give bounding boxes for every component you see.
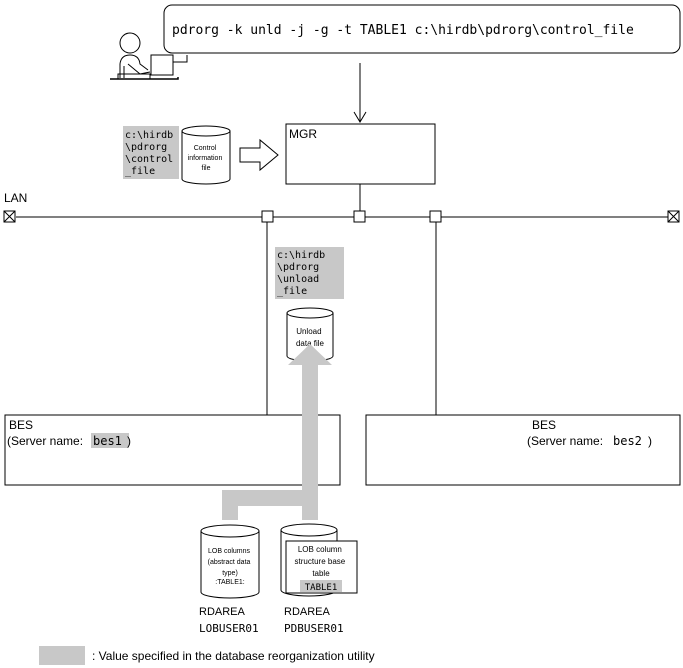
lob-table-ref: :TABLE1:: [215, 579, 244, 586]
cylinder-icon: [200, 524, 260, 599]
base-table-label: LOB column structure base table: [295, 545, 348, 578]
bes2-server-suffix: ): [648, 434, 652, 448]
unload-path-label: c:\hirdb \pdrorg \unload _file: [275, 247, 344, 299]
bes1-server-highlight: [91, 433, 129, 448]
base-rdarea-label: RDAREA: [284, 606, 331, 618]
mgr-label: MGR: [289, 127, 317, 141]
lan-node-icon: [353, 210, 366, 223]
bes1-server-suffix: ): [127, 434, 131, 448]
command-box: pdrorg -k unld -j -g -t TABLE1 c:\hirdb\…: [163, 4, 681, 54]
base-rdarea-name: PDBUSER01: [284, 622, 344, 635]
bes2-server-prefix: (Server name:: [527, 434, 603, 448]
bes1-server-name: bes1: [93, 434, 122, 448]
user-at-terminal-icon: [110, 32, 188, 80]
right-arrow-icon: [239, 138, 279, 172]
bes2-box: BES (Server name: bes2 ): [365, 414, 681, 486]
control-path-text: c:\hirdb \pdrorg \control _file: [125, 130, 179, 177]
bes1-server-prefix: (Server name:: [7, 434, 83, 448]
bes2-server-name: bes2: [613, 434, 642, 448]
data-flow-arrow-icon: [222, 344, 332, 520]
unload-file-cylinder: Unload data file: [286, 307, 334, 362]
lan-label: LAN: [4, 191, 27, 205]
lan-node-icon: [429, 210, 442, 223]
base-table-name-highlight: [300, 580, 342, 592]
cylinder-icon: [181, 125, 231, 185]
lob-columns-label: LOB columns (abstract data type): [208, 548, 253, 577]
command-to-mgr-arrow: [353, 63, 367, 123]
legend-text: : Value specified in the database reorga…: [92, 649, 375, 663]
legend: : Value specified in the database reorga…: [39, 646, 375, 665]
base-table-box: [285, 540, 358, 594]
control-file-label: Control information file: [188, 145, 225, 172]
unload-file-label: Unload data file: [296, 327, 325, 348]
lob-rdarea-cylinder: LOB columns (abstract data type) :TABLE1…: [200, 524, 260, 599]
bes1-title: BES: [9, 418, 33, 432]
legend-swatch: [39, 646, 85, 665]
lan-node-icon: [261, 210, 274, 223]
cylinder-icon: [286, 307, 334, 362]
control-path-label: c:\hirdb \pdrorg \control _file: [123, 126, 179, 179]
lan-terminator-icon: [3, 210, 16, 223]
base-table-name: TABLE1: [305, 583, 338, 593]
bes2-title: BES: [532, 418, 556, 432]
lan-terminator-icon: [667, 210, 680, 223]
base-rdarea-cylinder: LOB column structure base table TABLE1: [280, 523, 358, 597]
bes1-box: BES (Server name: bes1 ): [4, 414, 341, 486]
unload-path-text: c:\hirdb \pdrorg \unload _file: [277, 250, 331, 297]
lob-rdarea-name: LOBUSER01: [199, 622, 259, 635]
lob-rdarea-label: RDAREA: [199, 606, 246, 618]
control-file-cylinder: Control information file: [181, 125, 231, 185]
command-text: pdrorg -k unld -j -g -t TABLE1 c:\hirdb\…: [172, 23, 634, 38]
mgr-box: MGR: [285, 123, 436, 185]
